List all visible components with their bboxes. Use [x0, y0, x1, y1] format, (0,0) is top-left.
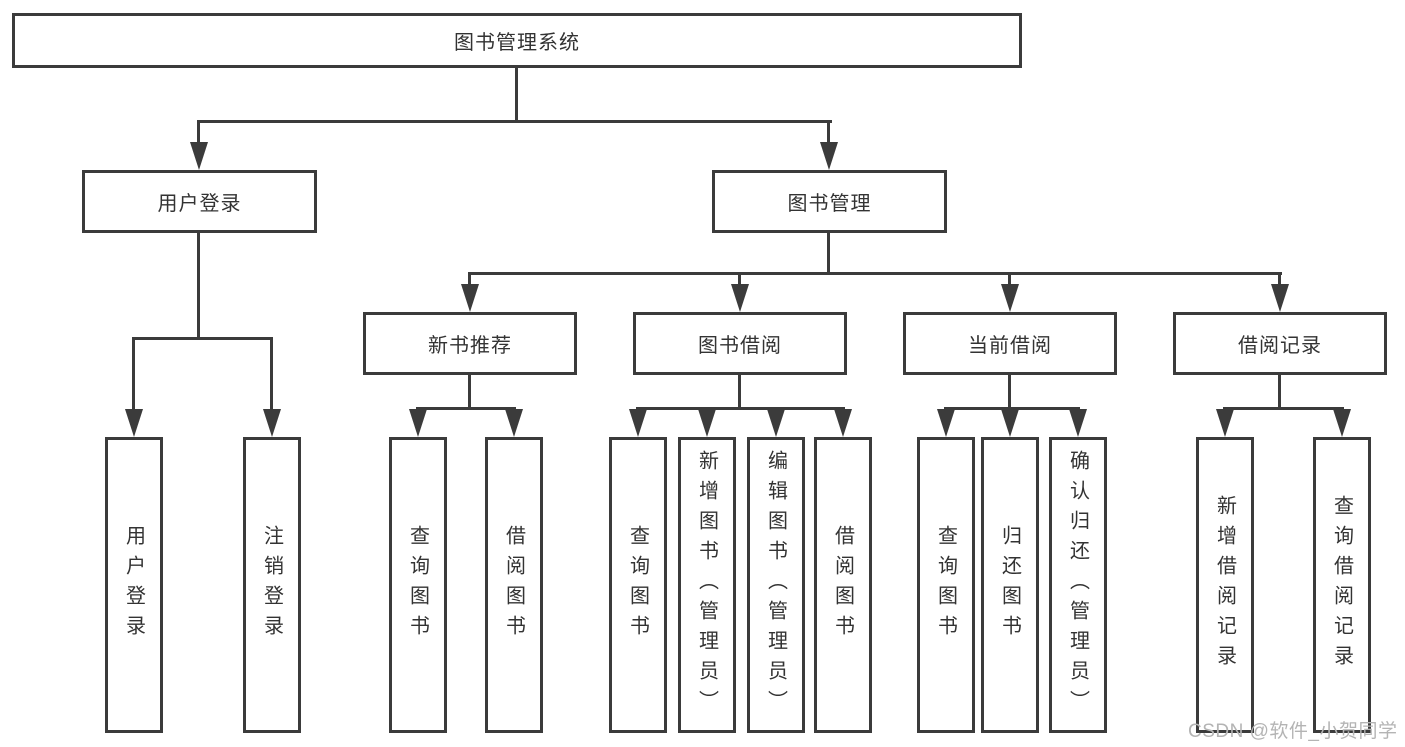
connector-line	[1278, 375, 1281, 407]
node-leaf-borrowing-add-books: 新增图书（管理员）	[678, 437, 736, 733]
node-label: 当前借阅	[968, 335, 1052, 357]
node-label: 新书推荐	[428, 335, 512, 357]
node-leaf-current-query-books: 查询图书	[917, 437, 975, 733]
node-label: 查询图书	[626, 525, 649, 645]
arrow-down-icon	[731, 284, 749, 312]
node-label: 用户登录	[122, 525, 145, 645]
arrow-down-icon	[820, 142, 838, 170]
node-label: 确认归还（管理员）	[1066, 450, 1089, 720]
node-label: 注销登录	[260, 525, 283, 645]
connector-line	[827, 233, 830, 272]
node-leaf-current-return-books: 归还图书	[981, 437, 1039, 733]
connector-line	[1278, 272, 1281, 288]
arrow-down-icon	[1069, 409, 1087, 437]
node-book-management: 图书管理	[712, 170, 947, 233]
arrow-down-icon	[937, 409, 955, 437]
node-book-borrowing: 图书借阅	[633, 312, 847, 375]
node-label: 查询图书	[934, 525, 957, 645]
arrow-down-icon	[1001, 409, 1019, 437]
node-leaf-user-login: 用户登录	[105, 437, 163, 733]
connector-line	[827, 120, 830, 146]
connector-line	[515, 68, 518, 120]
connector-line	[738, 272, 741, 288]
node-label: 借阅图书	[831, 525, 854, 645]
arrow-down-icon	[263, 409, 281, 437]
node-label: 图书管理	[787, 193, 872, 215]
node-leaf-recommend-query-books: 查询图书	[389, 437, 447, 733]
node-user-login: 用户登录	[82, 170, 317, 233]
arrow-down-icon	[629, 409, 647, 437]
connector-line	[468, 272, 471, 288]
node-label: 用户登录	[157, 193, 242, 215]
node-label: 图书借阅	[698, 335, 782, 357]
arrow-down-icon	[1333, 409, 1351, 437]
connector-line	[270, 337, 273, 413]
connector-line	[132, 337, 135, 413]
arrow-down-icon	[1216, 409, 1234, 437]
csdn-watermark: CSDN @软件_小贺同学	[1188, 721, 1398, 742]
node-leaf-borrowing-borrow-books: 借阅图书	[814, 437, 872, 733]
node-leaf-records-add-record: 新增借阅记录	[1196, 437, 1254, 733]
arrow-down-icon	[767, 409, 785, 437]
node-leaf-borrowing-query-books: 查询图书	[609, 437, 667, 733]
node-leaf-recommend-borrow-books: 借阅图书	[485, 437, 543, 733]
node-current-borrowing: 当前借阅	[903, 312, 1117, 375]
node-new-book-recommend: 新书推荐	[363, 312, 577, 375]
connector-line	[1008, 272, 1011, 288]
connector-line	[468, 272, 1282, 275]
node-library-management-system: 图书管理系统	[12, 13, 1022, 68]
node-label: 查询借阅记录	[1330, 495, 1353, 675]
connector-line	[636, 407, 845, 410]
node-leaf-records-query-record: 查询借阅记录	[1313, 437, 1371, 733]
connector-line	[197, 120, 200, 146]
node-label: 归还图书	[998, 525, 1021, 645]
node-leaf-current-confirm-return: 确认归还（管理员）	[1049, 437, 1107, 733]
node-label: 编辑图书（管理员）	[764, 450, 787, 720]
node-label: 借阅记录	[1238, 335, 1322, 357]
arrow-down-icon	[461, 284, 479, 312]
node-label: 新增借阅记录	[1213, 495, 1236, 675]
node-leaf-borrowing-edit-books: 编辑图书（管理员）	[747, 437, 805, 733]
arrow-down-icon	[190, 142, 208, 170]
arrow-down-icon	[834, 409, 852, 437]
arrow-down-icon	[1271, 284, 1289, 312]
arrow-down-icon	[409, 409, 427, 437]
node-label: 图书管理系统	[454, 32, 580, 54]
arrow-down-icon	[125, 409, 143, 437]
node-label: 查询图书	[406, 525, 429, 645]
connector-line	[132, 337, 273, 340]
connector-line	[738, 375, 741, 407]
arrow-down-icon	[698, 409, 716, 437]
connector-line	[416, 407, 516, 410]
node-label: 新增图书（管理员）	[695, 450, 718, 720]
connector-line	[468, 375, 471, 407]
arrow-down-icon	[505, 409, 523, 437]
connector-line	[197, 233, 200, 337]
connector-line	[944, 407, 1080, 410]
connector-line	[1223, 407, 1344, 410]
node-borrowing-records: 借阅记录	[1173, 312, 1387, 375]
connector-line	[1008, 375, 1011, 407]
node-leaf-logout: 注销登录	[243, 437, 301, 733]
node-label: 借阅图书	[502, 525, 525, 645]
arrow-down-icon	[1001, 284, 1019, 312]
connector-line	[197, 120, 832, 123]
